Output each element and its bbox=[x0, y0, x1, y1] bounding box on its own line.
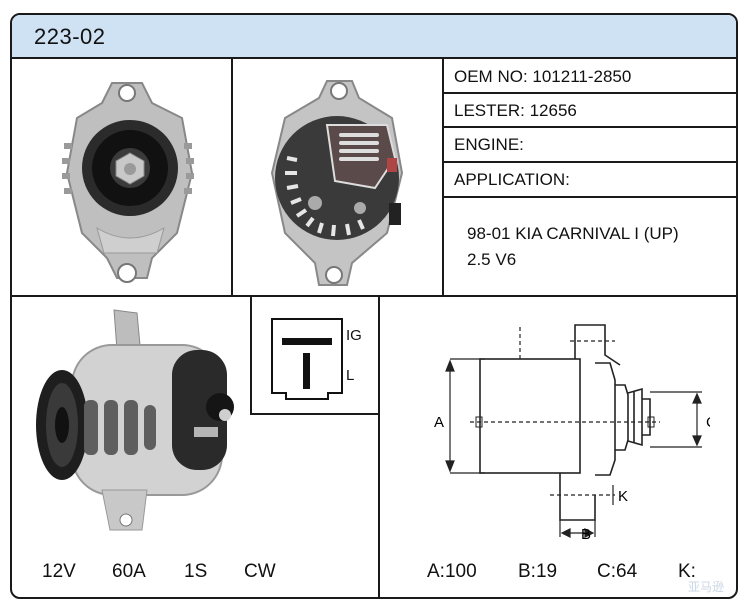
side-view-image bbox=[22, 305, 242, 545]
pulley-spec: 1S bbox=[184, 561, 208, 582]
grid-divider bbox=[250, 413, 380, 415]
dim-label-k: K bbox=[618, 488, 628, 505]
voltage-spec: 12V bbox=[42, 561, 76, 582]
plug-connector-icon bbox=[271, 318, 343, 400]
lester-number: LESTER: 12656 bbox=[454, 101, 577, 120]
grid-divider bbox=[442, 161, 736, 163]
header-bar: 223-02 bbox=[12, 15, 736, 59]
dim-value-k: K: bbox=[678, 561, 696, 582]
grid-divider bbox=[442, 92, 736, 94]
grid-divider bbox=[442, 59, 444, 295]
application-field: APPLICATION: bbox=[454, 170, 570, 189]
engine-field: ENGINE: bbox=[454, 135, 524, 154]
grid-divider bbox=[250, 295, 252, 415]
connector-diagram bbox=[268, 315, 368, 400]
dim-label-c: C bbox=[706, 414, 710, 431]
product-spec-sheet: 223-02 OEM NO: 101211-2850 LESTER: 12656… bbox=[10, 13, 738, 599]
rotation-spec: CW bbox=[244, 561, 276, 582]
rear-view-image bbox=[257, 63, 417, 291]
dimension-diagram-icon: A C B K bbox=[434, 324, 717, 543]
connector-pin-ig: IG bbox=[346, 327, 362, 344]
application-engine: 2.5 V6 bbox=[467, 250, 517, 269]
dim-label-b: B bbox=[581, 526, 591, 543]
grid-divider bbox=[442, 126, 736, 128]
application-vehicle: 98-01 KIA CARNIVAL I (UP) bbox=[467, 224, 679, 243]
alternator-rear-icon bbox=[270, 80, 404, 286]
amperage-spec: 60A bbox=[112, 561, 146, 582]
watermark-text: 亚马逊 bbox=[687, 580, 724, 594]
front-view-image bbox=[52, 63, 202, 291]
grid-divider bbox=[378, 295, 380, 597]
dim-value-b: B:19 bbox=[518, 561, 558, 582]
alternator-front-icon bbox=[62, 82, 194, 283]
dim-label-a: A bbox=[434, 414, 444, 431]
oem-number: OEM NO: 101211-2850 bbox=[454, 67, 632, 86]
grid-divider bbox=[12, 295, 736, 297]
alternator-side-icon bbox=[36, 309, 234, 531]
part-number-title: 223-02 bbox=[34, 24, 106, 49]
connector-pin-l: L bbox=[346, 367, 355, 384]
grid-divider bbox=[231, 59, 233, 295]
grid-divider bbox=[442, 196, 736, 198]
dim-value-c: C:64 bbox=[597, 561, 638, 582]
dimension-drawing: A C B K bbox=[410, 305, 717, 545]
dim-value-a: A:100 bbox=[427, 561, 477, 582]
